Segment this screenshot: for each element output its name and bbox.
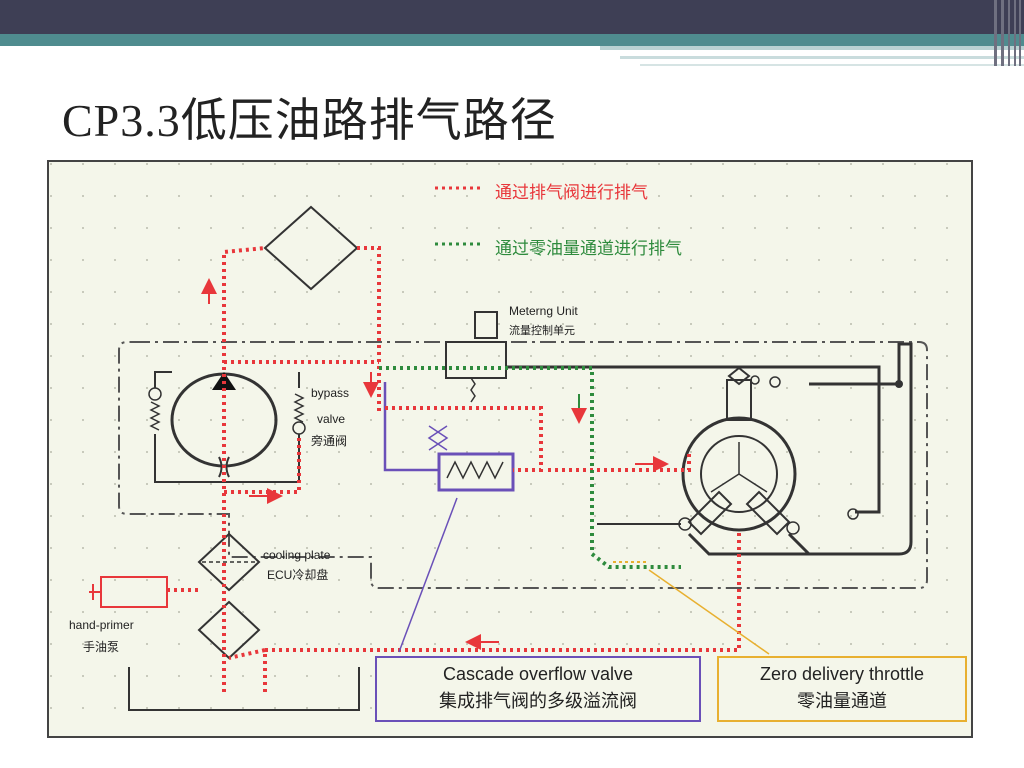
cascade-overflow-callout: Cascade overflow valve 集成排气阀的多级溢流阀 [375, 656, 701, 722]
bypass-valve-label-en1: bypass [311, 386, 350, 400]
bypass-valve-label-cn: 旁通阀 [311, 434, 348, 448]
return-line [506, 365, 881, 514]
metering-unit-label-en: Meterng Unit [509, 304, 578, 318]
header-accent-line [600, 46, 1024, 50]
fuel-tank [128, 667, 360, 711]
metering-unit-label-cn: 流量控制单元 [509, 325, 575, 337]
cooling-plate-label-en: cooling plate [263, 548, 331, 562]
hydraulic-diagram: 通过排气阀进行排气 通过零油量通道进行排气 Meterng Unit 流量控制单… [47, 160, 973, 738]
pump-housing-outline [118, 341, 928, 589]
header-bar-teal [0, 34, 1024, 46]
zero-callout-cn: 零油量通道 [797, 691, 887, 711]
red-exhaust-path [167, 246, 741, 692]
cooling-plate-diamond [197, 532, 261, 592]
metering-unit-body [445, 341, 507, 379]
header-accent-line [640, 64, 1024, 66]
cascade-callout-cn: 集成排气阀的多级溢流阀 [439, 691, 637, 711]
header-accent-line [620, 56, 1024, 59]
slide-title: CP3.3低压油路排气路径 [62, 95, 557, 146]
zero-callout-en: Zero delivery throttle [759, 664, 925, 684]
zero-throttle-pointer [648, 569, 770, 655]
high-pressure-pump [681, 416, 797, 532]
legend-green-label: 通过零油量通道进行排气 [495, 239, 682, 258]
main-filter-diamond [263, 205, 359, 291]
cascade-callout-en: Cascade overflow valve [442, 664, 634, 684]
zero-delivery-callout: Zero delivery throttle 零油量通道 [717, 656, 967, 722]
bypass-valve-spring [293, 393, 305, 423]
diagram-canvas [49, 162, 971, 736]
dot-grid [49, 162, 971, 736]
cascade-pointer [398, 497, 458, 653]
bypass-valve-label-en2: valve [317, 412, 346, 426]
hand-primer-label-cn: 手油泵 [83, 640, 120, 654]
metering-unit-solenoid [474, 311, 498, 339]
green-exhaust-path [379, 366, 681, 569]
hand-primer-label-en: hand-primer [69, 618, 134, 632]
header-bar-dark [0, 0, 1024, 34]
cooling-plate-label-cn: ECU冷却盘 [267, 568, 329, 582]
header-corner-stripes [990, 0, 1024, 66]
left-spring [149, 401, 161, 431]
legend-red-label: 通过排气阀进行排气 [495, 183, 648, 202]
purple-feed-line [383, 382, 439, 472]
